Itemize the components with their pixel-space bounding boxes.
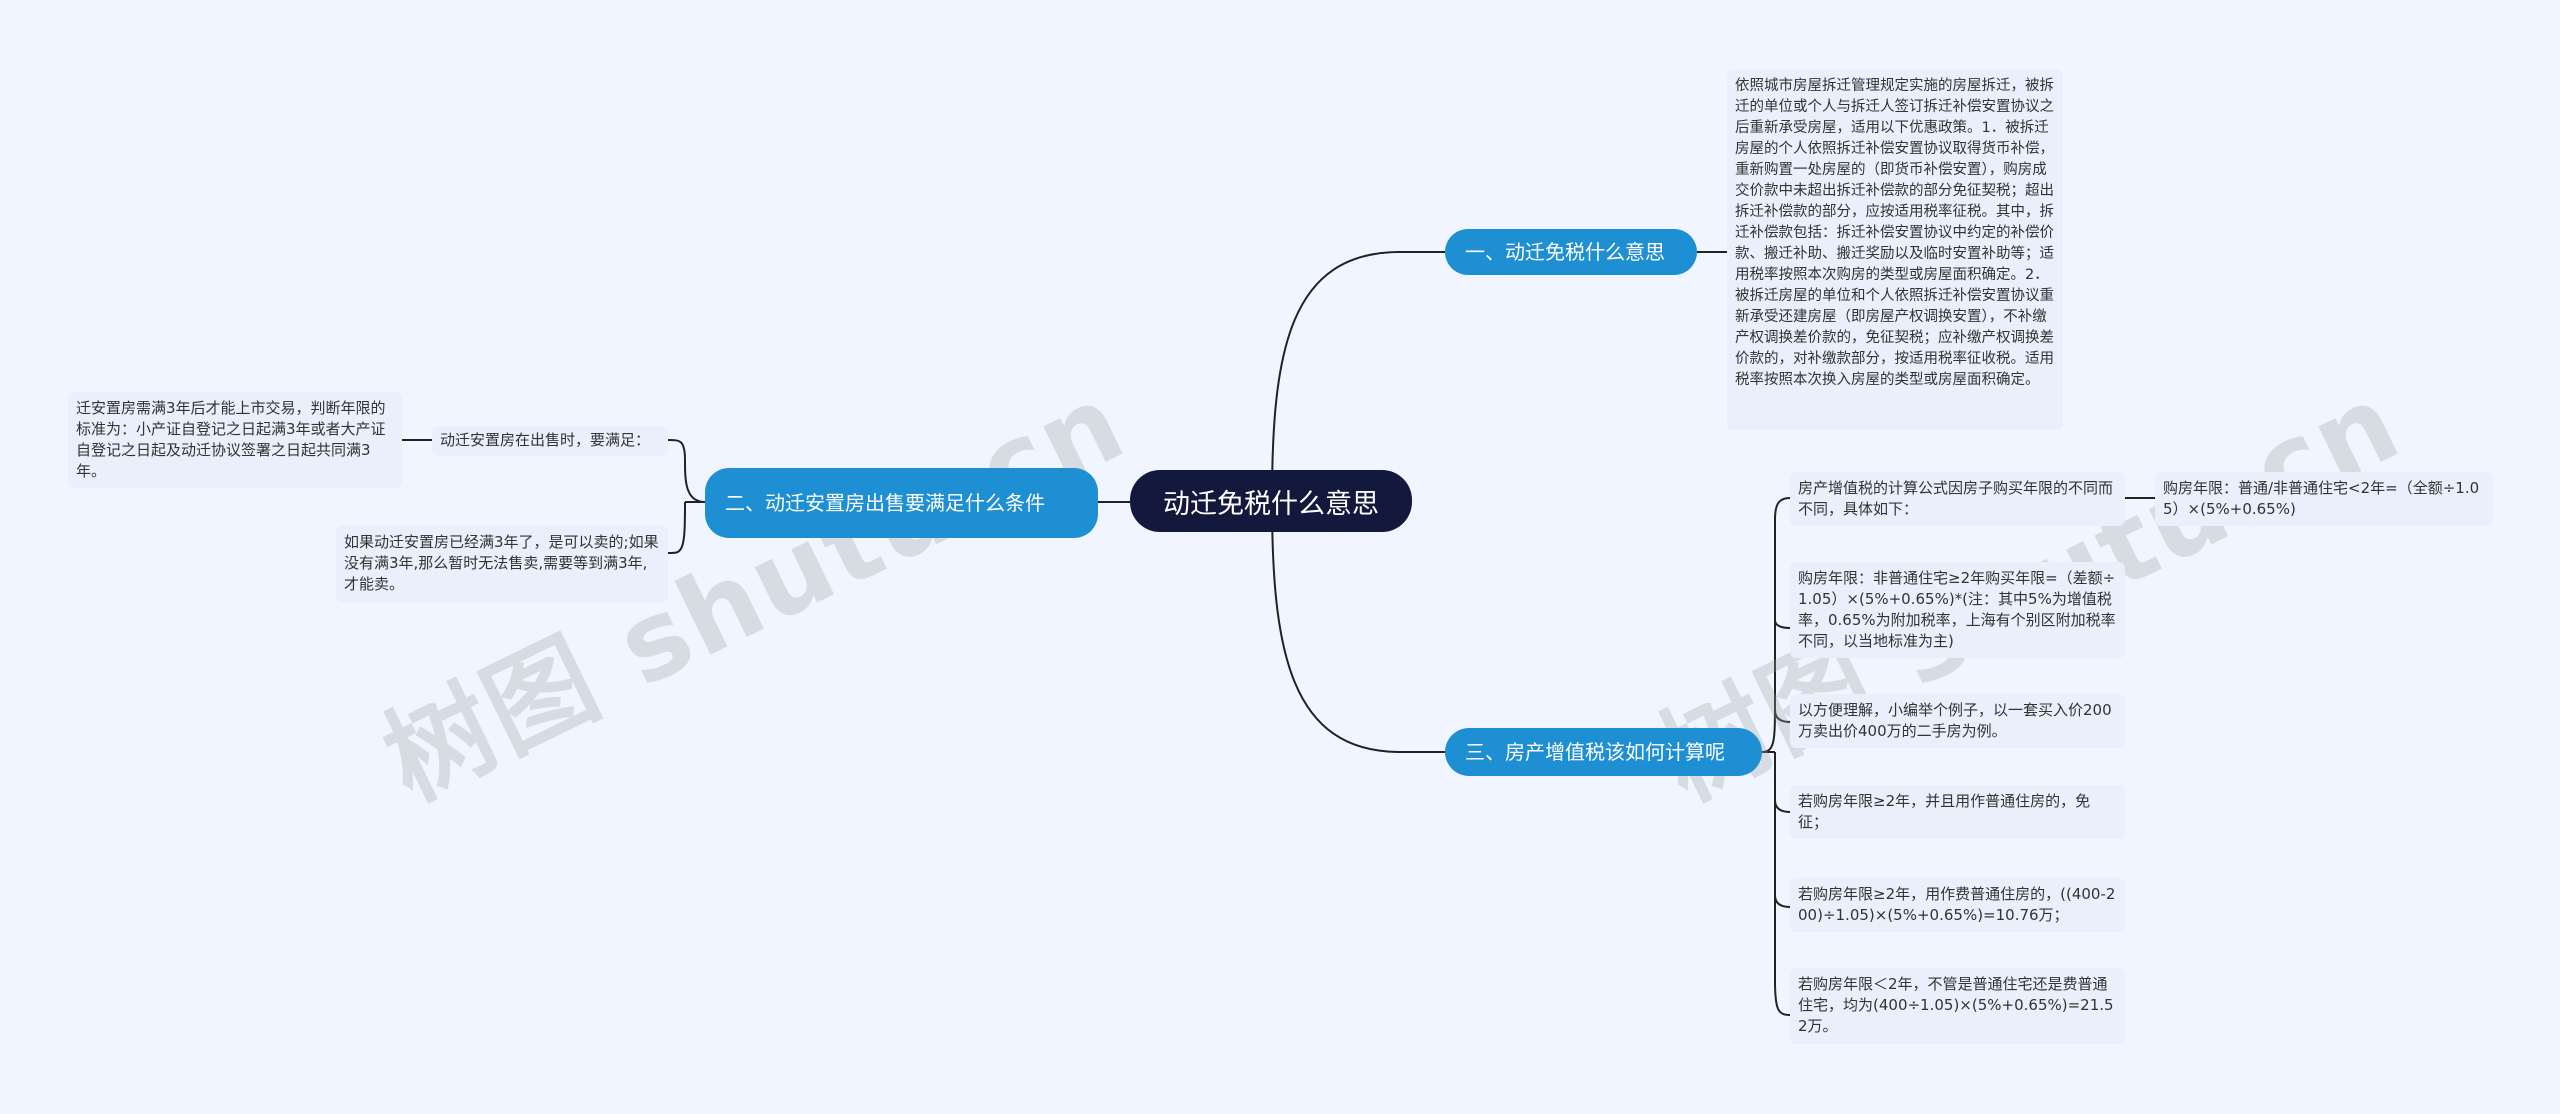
link-root-branch1 bbox=[1271, 251, 1445, 501]
branch3-leaf-non-ordinary-formula: 购房年限：非普通住宅≥2年购买年限=（差额÷1.05）×(5%+0.65%)*(… bbox=[1790, 562, 2125, 658]
branch3-leaf1-sub-detail: 购房年限：普通/非普通住宅<2年=（全额÷1.05）×(5%+0.65%) bbox=[2155, 472, 2493, 526]
link-branch3-fan bbox=[1761, 497, 1791, 1016]
root-node[interactable]: 动迁免税什么意思 bbox=[1130, 470, 1412, 532]
branch2-sub-node: 动迁安置房在出售时，要满足： bbox=[432, 426, 668, 456]
branch3-leaf-example: 以方便理解，小编举个例子，以一套买入价200万卖出价400万的二手房为例。 bbox=[1790, 694, 2125, 748]
branch3-label: 三、房产增值税该如何计算呢 bbox=[1465, 740, 1725, 764]
branch-property-vat-calculation[interactable]: 三、房产增值税该如何计算呢 bbox=[1445, 728, 1762, 776]
branch-what-is-relocation-tax-exemption[interactable]: 一、动迁免税什么意思 bbox=[1445, 229, 1697, 275]
link-root-branch3 bbox=[1271, 499, 1445, 753]
root-label: 动迁免税什么意思 bbox=[1163, 488, 1379, 520]
branch1-label: 一、动迁免税什么意思 bbox=[1465, 240, 1665, 264]
branch3-leaf-under-2-years: 若购房年限＜2年，不管是普通住宅还是费普通住宅，均为(400÷1.05)×(5%… bbox=[1790, 968, 2125, 1044]
branch2-sub-detail-leaf: 迁安置房需满3年后才能上市交易，判断年限的标准为：小产证自登记之日起满3年或者大… bbox=[68, 392, 402, 488]
branch2-label: 二、动迁安置房出售要满足什么条件 bbox=[725, 491, 1045, 515]
branch3-leaf-ordinary-exempt: 若购房年限≥2年，并且用作普通住房的，免征； bbox=[1790, 785, 2125, 839]
branch1-detail-leaf: 依照城市房屋拆迁管理规定实施的房屋拆迁，被拆迁的单位或个人与拆迁人签订拆迁补偿安… bbox=[1727, 70, 2063, 430]
branch-resettlement-house-sale-conditions[interactable]: 二、动迁安置房出售要满足什么条件 bbox=[705, 468, 1098, 538]
branch3-leaf-formula-intro: 房产增值税的计算公式因房子购买年限的不同而不同，具体如下： bbox=[1790, 472, 2125, 526]
branch2-detail-leaf: 如果动迁安置房已经满3年了，是可以卖的;如果没有满3年,那么暂时无法售卖,需要等… bbox=[336, 526, 668, 602]
link-branch2-fan bbox=[667, 439, 706, 554]
branch3-leaf-non-ordinary-calc: 若购房年限≥2年，用作费普通住房的，((400-200)÷1.05)×(5%+0… bbox=[1790, 878, 2125, 932]
